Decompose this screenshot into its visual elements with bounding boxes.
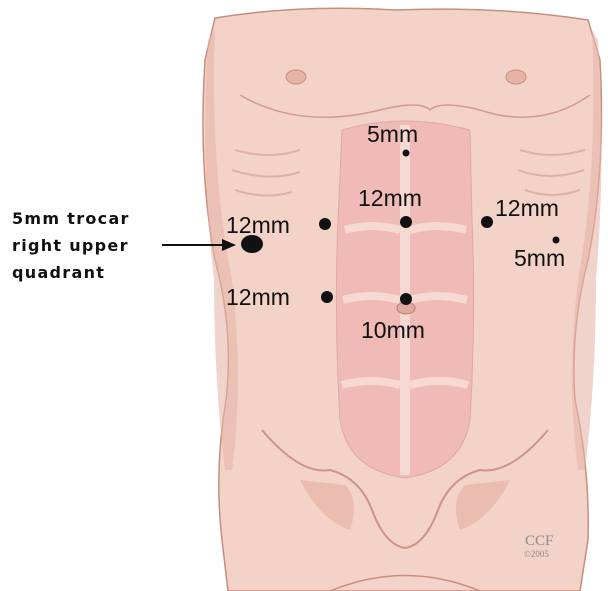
port-label-umbilicus: 10mm	[361, 317, 425, 343]
callout-line-1: 5mm trocar	[12, 209, 130, 228]
ccf-logo: CCF	[525, 533, 553, 549]
port-label-center-upper: 12mm	[358, 185, 422, 211]
ccf-year: ©2005	[524, 549, 549, 559]
port-marker-left-side	[481, 216, 493, 228]
port-marker-right-lower	[321, 291, 333, 303]
left-nipple	[286, 70, 306, 84]
port-label-right-side: 12mm	[226, 212, 290, 238]
port-label-left-side: 12mm	[495, 195, 559, 221]
port-label-left-lateral: 5mm	[514, 245, 565, 271]
callout-line-3: quadrant	[12, 263, 105, 282]
port-marker-center-upper	[400, 216, 412, 228]
callout-line-2: right upper	[12, 236, 129, 255]
port-marker-left-lateral	[553, 237, 560, 244]
port-label-right-lower: 12mm	[226, 284, 290, 310]
port-marker-right-side	[319, 218, 331, 230]
port-marker-xiphoid	[403, 150, 410, 157]
right-nipple	[506, 70, 526, 84]
port-marker-umbilicus	[400, 293, 412, 305]
port-label-xiphoid: 5mm	[367, 121, 418, 147]
